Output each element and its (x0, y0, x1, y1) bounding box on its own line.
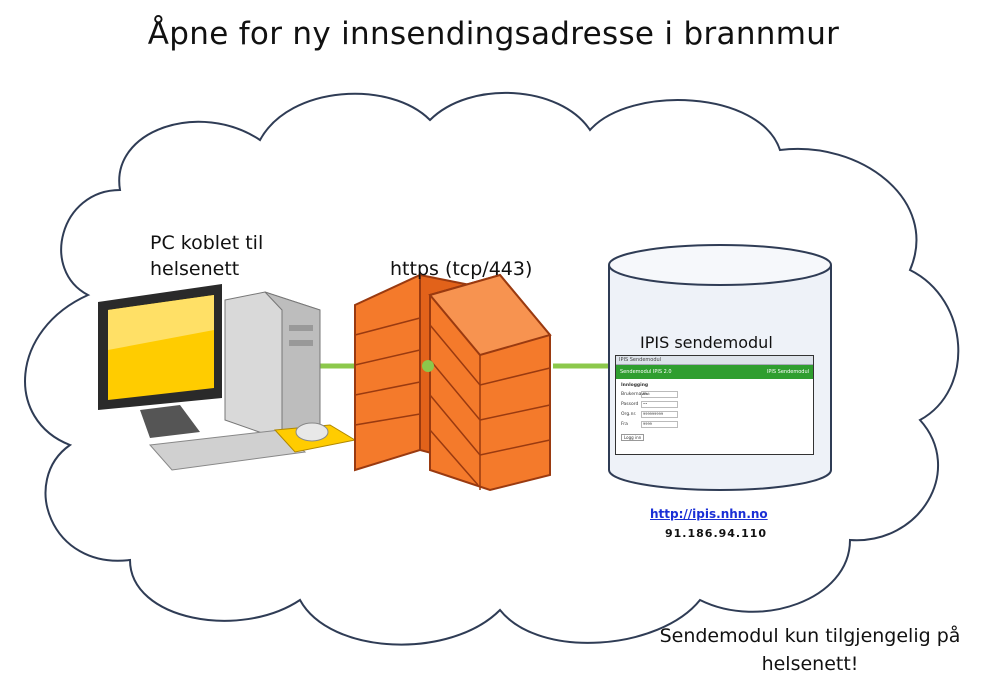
form-row: Fra 9999 (621, 421, 808, 428)
browser-tab: IPIS Sendemodul (616, 356, 813, 365)
ipis-screenshot: IPIS Sendemodul Sendemodul IPIS 2.0 IPIS… (615, 355, 814, 455)
connector-junction (422, 360, 434, 372)
server-url-link[interactable]: http://ipis.nhn.no (650, 507, 768, 521)
password-field[interactable]: •• (641, 401, 678, 408)
diagram-title: Åpne for ny innsendingsadresse i brannmu… (147, 16, 840, 52)
field-label: Passord (621, 402, 639, 407)
server-ip: 91.186.94.110 (665, 527, 768, 540)
form-row: Passord•• (621, 401, 808, 408)
server-label: IPIS sendemodul (640, 333, 773, 352)
form-row: Org.nr. 999999999 (621, 411, 808, 418)
login-heading: Innlogging (621, 383, 649, 388)
field-label: Fra (621, 422, 628, 427)
orgnr-field[interactable]: 999999999 (641, 411, 678, 418)
username-field[interactable]: test (641, 391, 678, 398)
availability-note: Sendemodul kun tilgjengelig på helsenett… (659, 625, 961, 675)
desktop-pc-icon (98, 284, 357, 471)
app-header-left: Sendemodul IPIS 2.0 (620, 369, 672, 375)
from-field[interactable]: 9999 (641, 421, 678, 428)
field-label: Org.nr. (621, 412, 637, 417)
login-button[interactable]: Logg inn (621, 434, 645, 441)
pc-label: PC koblet til helsenett (150, 232, 264, 280)
firewall-icon (354, 273, 552, 492)
app-header: Sendemodul IPIS 2.0 IPIS Sendemodul (616, 365, 813, 379)
connection-label: https (tcp/443) (390, 258, 533, 280)
app-header-right: IPIS Sendemodul (766, 369, 809, 375)
field-label: Brukernavn (621, 392, 647, 397)
